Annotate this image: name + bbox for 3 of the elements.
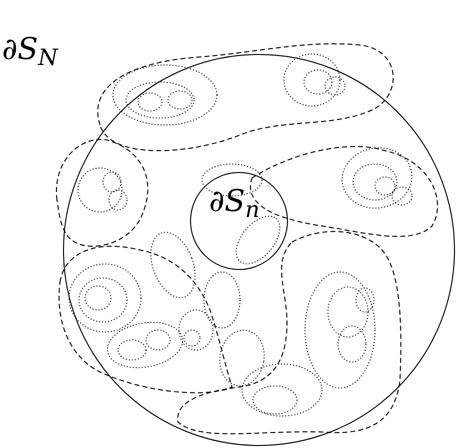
boundary-label: ∂S$_{n}$ <box>209 187 260 217</box>
boundary-label: ∂S$_{N}$ <box>2 35 58 65</box>
circle-boundary <box>190 172 288 270</box>
